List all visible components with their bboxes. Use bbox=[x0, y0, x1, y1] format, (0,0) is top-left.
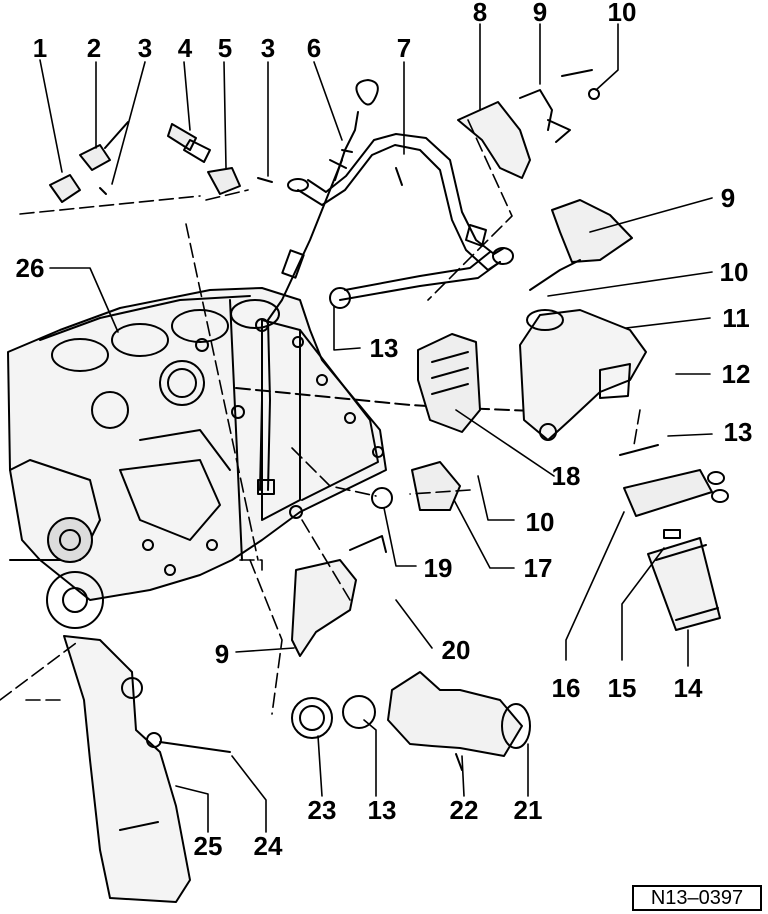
callout-1: 1 bbox=[32, 33, 48, 63]
callout-14: 14 bbox=[673, 673, 703, 703]
callout-17: 17 bbox=[523, 553, 553, 583]
callout-20: 20 bbox=[441, 635, 471, 665]
callout-9: 9 bbox=[532, 0, 548, 27]
callout-13-third: 13 bbox=[367, 795, 397, 825]
callout-6: 6 bbox=[306, 33, 322, 63]
oil-cooler-plate bbox=[417, 333, 481, 433]
leader-lines bbox=[39, 23, 713, 833]
callout-10: 10 bbox=[607, 0, 637, 27]
callout-3: 3 bbox=[137, 33, 153, 63]
coolant-flange bbox=[291, 671, 531, 771]
callout-11: 11 bbox=[722, 303, 750, 333]
callout-19: 19 bbox=[423, 553, 453, 583]
callout-15: 15 bbox=[607, 673, 637, 703]
callout-4: 4 bbox=[177, 33, 193, 63]
callout-10-second: 10 bbox=[719, 257, 749, 287]
callout-13-second: 13 bbox=[369, 333, 399, 363]
engine-block bbox=[7, 287, 561, 629]
callout-9-third: 9 bbox=[214, 639, 230, 669]
callout-7: 7 bbox=[396, 33, 412, 63]
callout-9-second: 9 bbox=[720, 183, 736, 213]
callout-2: 2 bbox=[86, 33, 102, 63]
callout-18: 18 bbox=[551, 461, 581, 491]
callout-5: 5 bbox=[217, 33, 233, 63]
coolant-pipe bbox=[287, 133, 514, 309]
callout-10-third: 10 bbox=[525, 507, 555, 537]
callout-26: 26 bbox=[15, 253, 45, 283]
upper-bracket bbox=[457, 69, 600, 179]
sender-unit bbox=[371, 461, 461, 511]
callout-22: 22 bbox=[449, 795, 479, 825]
assembly-lines bbox=[0, 119, 641, 715]
callout-24: 24 bbox=[253, 831, 283, 861]
callout-13: 13 bbox=[723, 417, 753, 447]
oil-filter-housing bbox=[519, 199, 647, 441]
oil-filter bbox=[619, 444, 729, 631]
engine-mount-bracket bbox=[63, 635, 231, 903]
callout-16: 16 bbox=[551, 673, 581, 703]
callout-25: 25 bbox=[193, 831, 223, 861]
callout-8: 8 bbox=[472, 0, 488, 27]
figure-reference-code: N13–0397 bbox=[632, 885, 762, 911]
sensors bbox=[49, 121, 273, 203]
callout-12: 12 bbox=[721, 359, 751, 389]
callout-21: 21 bbox=[513, 795, 543, 825]
callout-23: 23 bbox=[307, 795, 337, 825]
callout-3-second: 3 bbox=[260, 33, 276, 63]
lower-bracket bbox=[291, 535, 387, 657]
